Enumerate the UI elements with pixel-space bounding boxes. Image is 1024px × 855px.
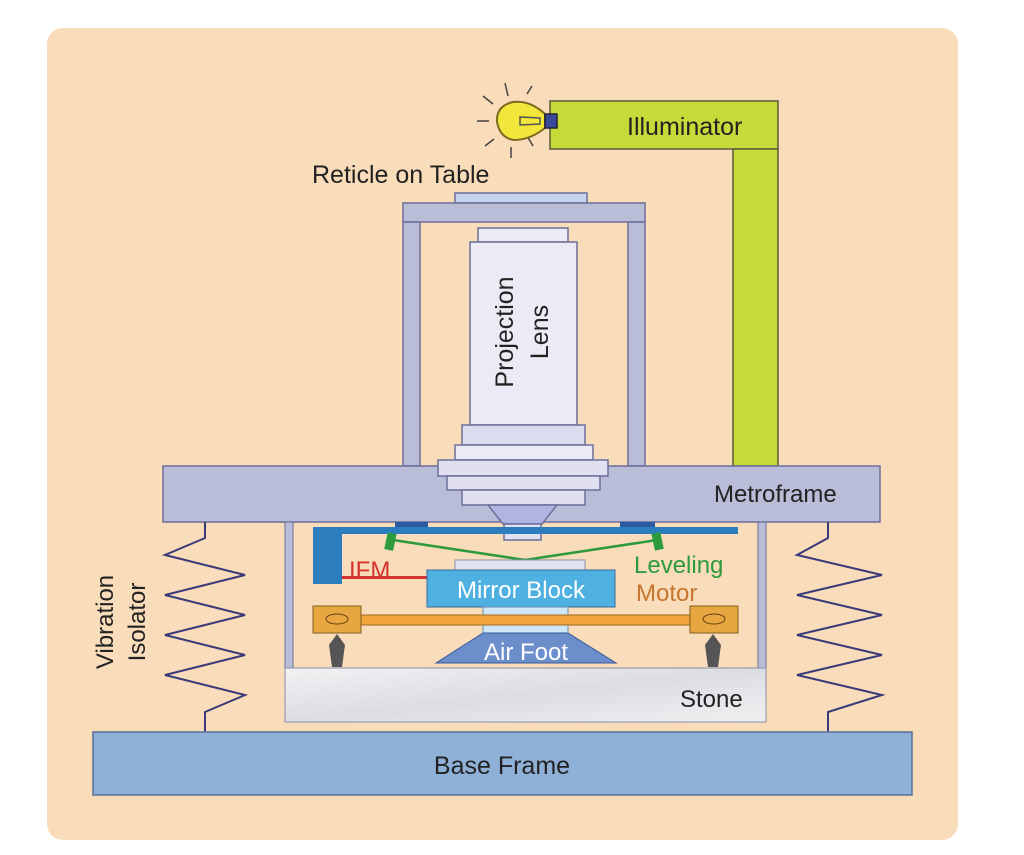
- vibration-isolator-spring-right: [794, 522, 886, 732]
- projection-lens-label-line2: Lens: [526, 305, 554, 359]
- mirror-block-label: Mirror Block: [457, 577, 586, 604]
- reticle-table: [402, 192, 646, 467]
- illuminator-label: Illuminator: [627, 113, 742, 141]
- base-frame: [92, 731, 913, 796]
- projection-lens: [454, 227, 594, 461]
- metroframe-label: Metroframe: [714, 481, 837, 508]
- enclosure-post-left: [284, 521, 294, 669]
- motor-label-text: Motor: [636, 580, 697, 607]
- vibration-label: Vibration: [92, 575, 119, 669]
- air-foot: [434, 632, 618, 664]
- lens-bottom: [437, 459, 609, 541]
- air-foot-label: Air Foot: [484, 639, 568, 666]
- mirror-top-slab: [454, 559, 586, 571]
- projection-lens-label-line1: Projection: [491, 276, 519, 387]
- ifm-beam: [342, 576, 428, 579]
- leveling-label: Leveling: [634, 552, 723, 579]
- ifm-label: IFM: [349, 557, 390, 584]
- isolator-label: Isolator: [124, 583, 151, 662]
- vibration-isolator-spring-left: [161, 522, 249, 732]
- enclosure-post-right: [757, 521, 767, 669]
- stone: [284, 667, 767, 723]
- illuminator: [549, 100, 779, 467]
- stone-label: Stone: [680, 686, 743, 713]
- light-bulb-icon: [477, 82, 558, 158]
- reticle-label: Reticle on Table: [312, 161, 489, 189]
- base-frame-label: Base Frame: [434, 752, 570, 780]
- mirror-block: [426, 569, 616, 608]
- wafer-plate: [313, 522, 738, 584]
- motor-rod: [312, 605, 739, 667]
